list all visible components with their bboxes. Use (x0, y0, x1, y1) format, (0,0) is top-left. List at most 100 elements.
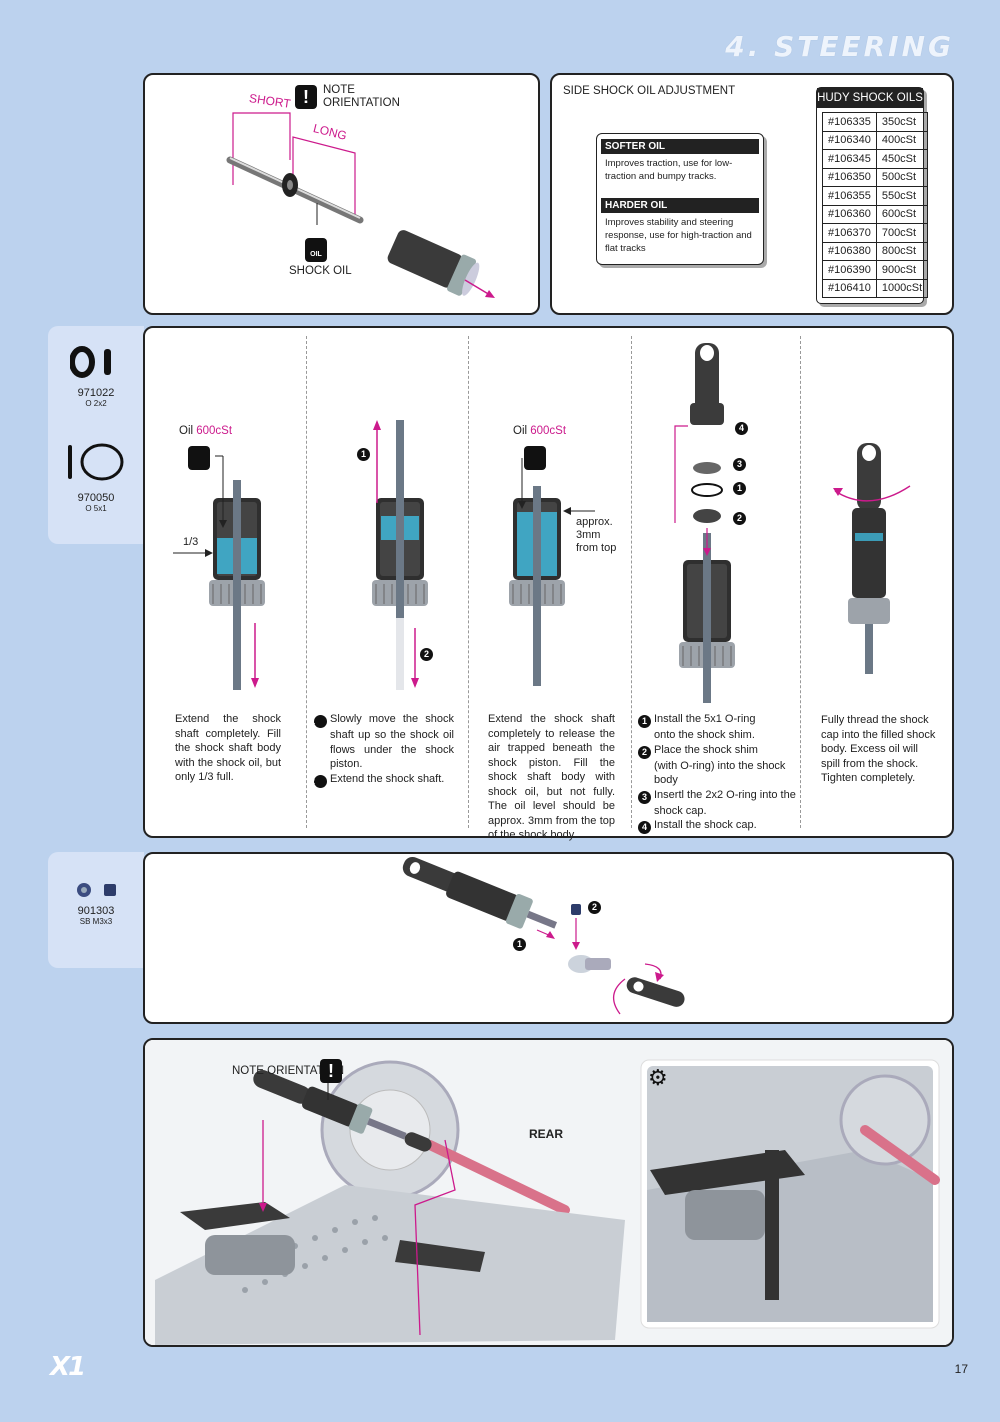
oil-code-cell: #106370 (822, 223, 877, 243)
step-number: 1 (310, 715, 327, 728)
step1-text: Extend the shock shaft completely. Fill … (175, 713, 281, 783)
step-divider (800, 336, 801, 828)
shock-end-illustration (402, 856, 685, 1015)
section-title: 4. STEERING (725, 30, 954, 63)
parts-tab-screws: 901303 SB M3x3 (48, 852, 144, 968)
note-icon: ! (295, 85, 317, 109)
part-size: O 5x1 (85, 504, 107, 513)
part-971022: 971022 O 2x2 (48, 387, 144, 408)
panel-shock-filling-steps: 1 2 4 3 1 2 Oil 600cSt 1/3 Extend the sh… (143, 326, 954, 841)
step1-oil-label: Oil 600cSt (179, 424, 232, 439)
oil-code-cell: #106410 (822, 278, 877, 298)
badge-1: 1 (513, 938, 526, 951)
oil-viscosity-cell: 600cSt (875, 204, 929, 224)
step-divider (468, 336, 469, 828)
step-number: 1 (638, 715, 651, 728)
oil-code-cell: #106340 (822, 130, 877, 150)
shock-illustrations (173, 343, 911, 703)
oil-viscosity-cell: 700cSt (875, 223, 929, 243)
o-ring-2x2-icon (70, 346, 111, 378)
oil-viscosity-cell: 900cSt (875, 260, 929, 280)
oil-viscosity-cell: 800cSt (875, 241, 929, 261)
approx-line: approx. (576, 516, 613, 528)
oil-value: 600cSt (196, 425, 233, 437)
oil-viscosity-cell: 500cSt (875, 167, 929, 187)
badge-2: 2 (588, 901, 601, 914)
oil-viscosity-cell: 550cSt (875, 186, 929, 206)
page-number: 17 (954, 1362, 968, 1376)
step-text: Place the shock shim (654, 743, 758, 756)
oil-viscosity-cell: 450cSt (875, 149, 929, 169)
x1-logo: X1 (50, 1352, 86, 1382)
harder-oil-header: HARDER OIL (601, 198, 759, 213)
oil-bottle-icon (524, 446, 546, 470)
step-divider (306, 336, 307, 828)
step4-badge-2: 2 (733, 512, 746, 525)
step5-text: Fully thread the shock cap into the fill… (821, 714, 936, 784)
step4-badge-3: 3 (733, 458, 746, 471)
oil-viscosity-cell: 400cSt (875, 130, 929, 150)
oil-code-cell: #106380 (822, 241, 877, 261)
oil-viscosity-cell: 350cSt (875, 112, 929, 132)
part-number: 970050 (77, 492, 115, 504)
step-text: Insertl the 2x2 O-ring into the (654, 788, 796, 801)
oil-code-cell: #106390 (822, 260, 877, 280)
step4-badge-4: 4 (735, 422, 748, 435)
step3-oil-label: Oil 600cSt (513, 424, 566, 439)
step1-fraction: 1/3 (183, 536, 199, 548)
step3-text: Extend the shock shaft completely to rel… (488, 713, 615, 841)
oil-code-cell: #106345 (822, 149, 877, 169)
orientation-line: ORIENTATION (323, 97, 400, 109)
step-text: Extend the shock shaft. (330, 772, 445, 785)
softer-oil-header: SOFTER OIL (601, 139, 759, 154)
part-number: 971022 (77, 387, 115, 399)
part-number: 901303 (77, 905, 115, 917)
note-line: NOTE (323, 84, 355, 96)
note-orientation-label: NOTE ORIENTATION (232, 1065, 345, 1077)
oil-prefix: Oil (513, 425, 531, 437)
shaft-illustration (226, 112, 495, 298)
step-number: 3 (638, 790, 651, 804)
table-title: HUDY SHOCK OILS (817, 88, 923, 108)
oil-code-cell: #106355 (822, 186, 877, 206)
oil-value: 600cSt (530, 425, 567, 437)
part-size: O 2x2 (85, 399, 107, 408)
rear-label: REAR (529, 1127, 564, 1141)
harder-oil-text: Improves stability and steering response… (605, 217, 752, 254)
step-number: 4 (638, 821, 651, 834)
oil-bottle-icon (188, 446, 210, 470)
note-icon: ! (320, 1059, 342, 1083)
set-screw-icon (77, 883, 116, 897)
oil-adjustment-title: SIDE SHOCK OIL ADJUSTMENT (563, 85, 736, 97)
step2-badge-1: 1 (357, 448, 370, 461)
panel-shaft-orientation: SHORT LONG ! NOTE ORIENTATION OIL SHOCK … (143, 73, 540, 315)
oil-code-cell: #106360 (822, 204, 877, 224)
oil-code-cell: #106335 (822, 112, 877, 132)
step-text: Slowly move the shock shaft up so the sh… (330, 713, 454, 770)
step2-badge-2: 2 (420, 648, 433, 661)
step-text: Install the 5x1 O-ring (654, 713, 756, 725)
step-text: (with O-ring) into the shock body (654, 759, 786, 787)
step-text: Install the shock cap. (654, 819, 757, 831)
panel-oil-adjustment: SIDE SHOCK OIL ADJUSTMENT SOFTER OIL Imp… (550, 73, 954, 315)
step-text: onto the shock shim. (654, 729, 755, 741)
step-divider (631, 336, 632, 828)
oil-code-cell: #106350 (822, 167, 877, 187)
softer-oil-text: Improves traction, use for low-traction … (605, 158, 733, 182)
chassis-illustration (145, 1040, 952, 1345)
approx-line: 3mm (576, 529, 601, 541)
part-size: SB M3x3 (79, 917, 113, 926)
